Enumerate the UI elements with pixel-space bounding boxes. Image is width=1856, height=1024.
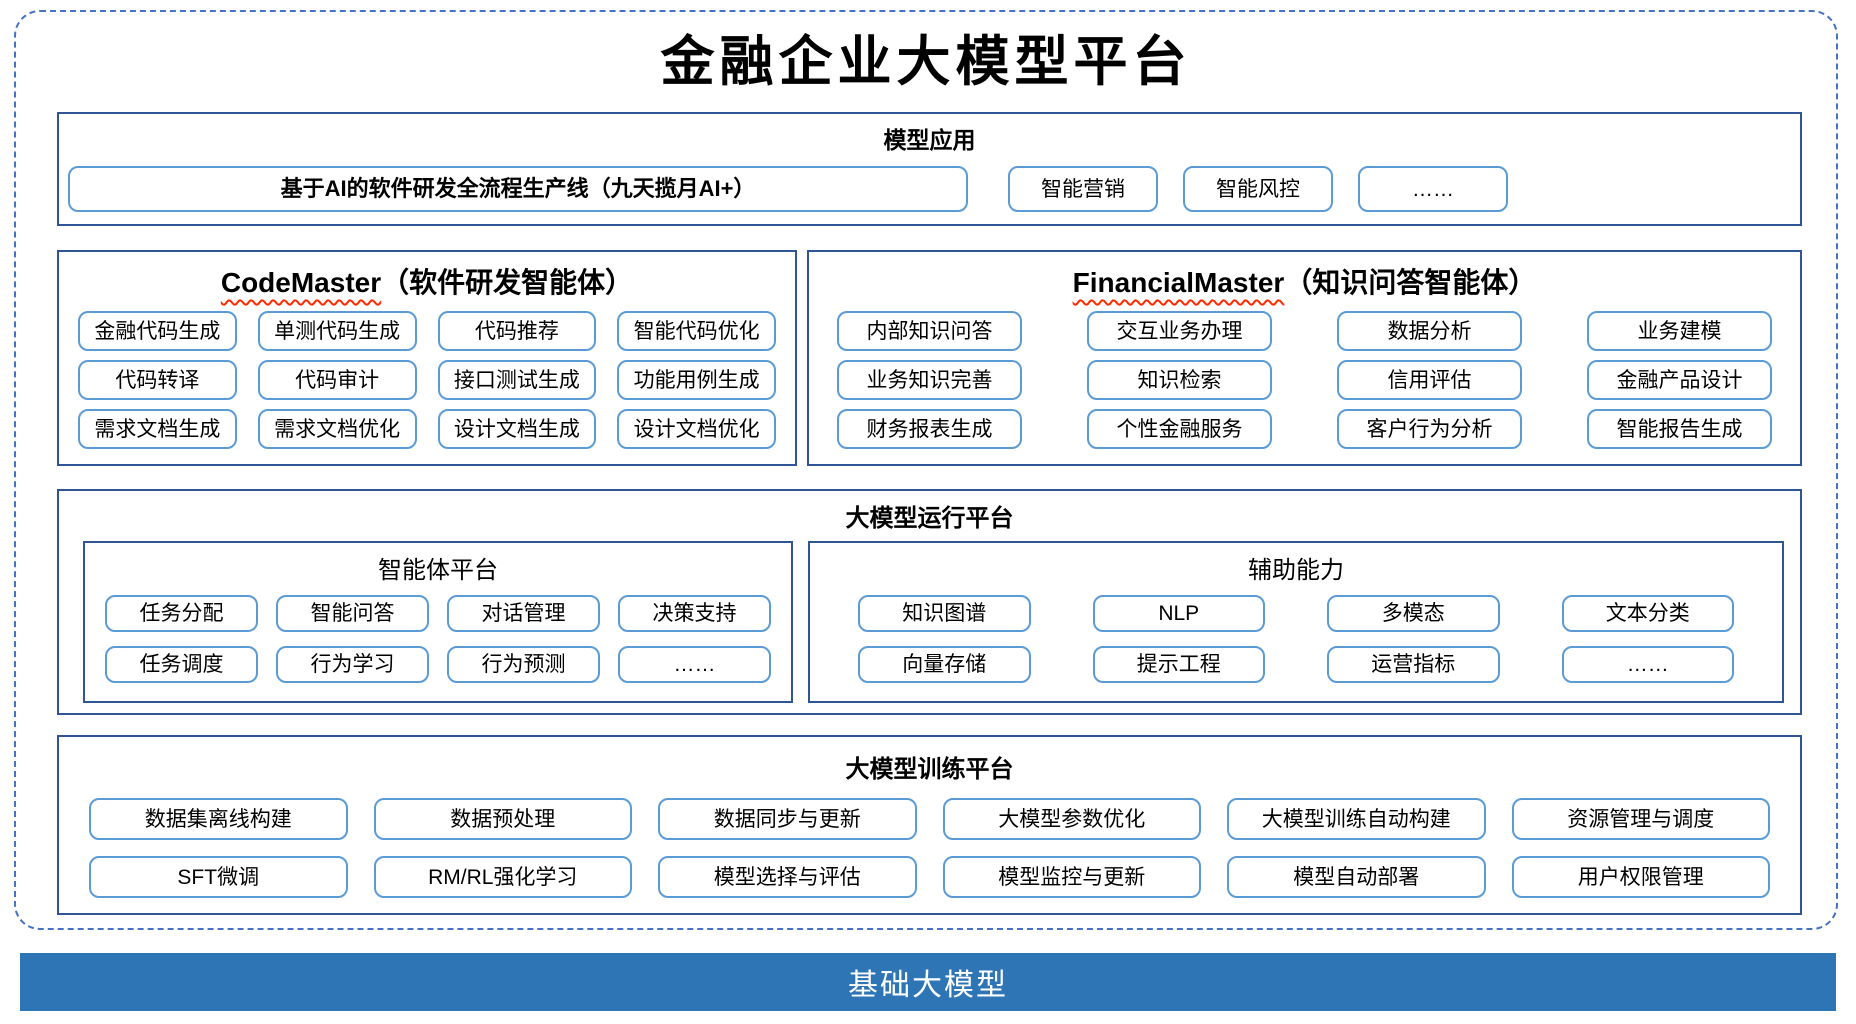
codemaster-capability-button[interactable]: 单测代码生成 (257, 311, 417, 351)
agents-row: CodeMaster（软件研发智能体） 金融代码生成 单测代码生成 代码推荐 智… (57, 250, 1802, 466)
agent-platform-grid: 任务分配 智能问答 对话管理 决策支持 任务调度 行为学习 行为预测 …… (85, 595, 791, 683)
financialmaster-capability-button[interactable]: 客户行为分析 (1337, 409, 1522, 449)
codemaster-section: CodeMaster（软件研发智能体） 金融代码生成 单测代码生成 代码推荐 智… (57, 250, 797, 466)
ai-pipeline-button[interactable]: 基于AI的软件研发全流程生产线（九天揽月AI+） (68, 166, 968, 212)
agent-capability-button[interactable]: 对话管理 (447, 595, 600, 632)
agent-capability-button[interactable]: 任务分配 (105, 595, 258, 632)
codemaster-capability-button[interactable]: 智能代码优化 (617, 311, 776, 351)
training-capability-button[interactable]: 大模型训练自动构建 (1227, 798, 1486, 840)
aux-capability-button[interactable]: 提示工程 (1092, 646, 1265, 683)
training-grid: 数据集离线构建 数据预处理 数据同步与更新 大模型参数优化 大模型训练自动构建 … (59, 798, 1800, 898)
more-apps-button[interactable]: …… (1358, 166, 1508, 212)
training-capability-button[interactable]: 用户权限管理 (1511, 856, 1770, 898)
financialmaster-capability-button[interactable]: 业务建模 (1587, 311, 1772, 351)
model-application-section: 模型应用 基于AI的软件研发全流程生产线（九天揽月AI+） 智能营销 智能风控 … (57, 112, 1802, 226)
agent-capability-button[interactable]: 行为学习 (276, 646, 429, 683)
training-capability-button[interactable]: 模型自动部署 (1227, 856, 1486, 898)
training-capability-button[interactable]: 模型监控与更新 (942, 856, 1201, 898)
training-capability-button[interactable]: 大模型参数优化 (942, 798, 1201, 840)
agent-capability-button[interactable]: 行为预测 (447, 646, 600, 683)
financialmaster-capability-button[interactable]: 信用评估 (1337, 360, 1522, 400)
model-application-row: 基于AI的软件研发全流程生产线（九天揽月AI+） 智能营销 智能风控 …… (68, 166, 1791, 212)
training-platform-section: 大模型训练平台 数据集离线构建 数据预处理 数据同步与更新 大模型参数优化 大模… (57, 735, 1802, 915)
codemaster-name: CodeMaster (220, 267, 382, 298)
page-title: 金融企业大模型平台 (660, 29, 1192, 93)
training-capability-button[interactable]: 数据预处理 (373, 798, 632, 840)
financialmaster-capability-button[interactable]: 个性金融服务 (1087, 409, 1272, 449)
aux-capability-button[interactable]: 向量存储 (858, 646, 1031, 683)
aux-ability-header: 辅助能力 (1248, 557, 1344, 584)
codemaster-capability-button[interactable]: 功能用例生成 (617, 360, 776, 400)
aux-ability-grid: 知识图谱 NLP 多模态 文本分类 向量存储 提示工程 运营指标 …… (810, 595, 1782, 683)
financialmaster-subtitle: （知识问答智能体） (1284, 267, 1537, 298)
financialmaster-capability-button[interactable]: 财务报表生成 (837, 409, 1022, 449)
agent-capability-button[interactable]: 智能问答 (276, 595, 429, 632)
aux-capability-button[interactable]: NLP (1092, 595, 1265, 632)
runtime-platform-header: 大模型运行平台 (845, 505, 1014, 532)
codemaster-capability-button[interactable]: 代码审计 (257, 360, 417, 400)
aux-capability-button[interactable]: 多模态 (1327, 595, 1500, 632)
aux-capability-button[interactable]: 文本分类 (1561, 595, 1734, 632)
agent-platform-header: 智能体平台 (378, 557, 498, 584)
codemaster-capability-button[interactable]: 设计文档生成 (437, 409, 597, 449)
training-capability-button[interactable]: RM/RL强化学习 (373, 856, 632, 898)
codemaster-grid: 金融代码生成 单测代码生成 代码推荐 智能代码优化 代码转译 代码审计 接口测试… (59, 311, 795, 449)
foundation-model-label: 基础大模型 (848, 969, 1008, 1002)
financialmaster-title: FinancialMaster（知识问答智能体） (809, 261, 1800, 301)
smart-risk-control-button[interactable]: 智能风控 (1183, 166, 1333, 212)
financialmaster-capability-button[interactable]: 知识检索 (1087, 360, 1272, 400)
training-capability-button[interactable]: 数据同步与更新 (658, 798, 917, 840)
financialmaster-capability-button[interactable]: 内部知识问答 (837, 311, 1022, 351)
aux-capability-button[interactable]: 运营指标 (1327, 646, 1500, 683)
training-platform-header: 大模型训练平台 (845, 756, 1014, 783)
codemaster-capability-button[interactable]: 代码推荐 (437, 311, 597, 351)
agent-capability-button[interactable]: 任务调度 (105, 646, 258, 683)
aux-capability-button[interactable]: …… (1561, 646, 1734, 683)
smart-marketing-button[interactable]: 智能营销 (1008, 166, 1158, 212)
codemaster-capability-button[interactable]: 设计文档优化 (617, 409, 776, 449)
agent-platform-box: 智能体平台 任务分配 智能问答 对话管理 决策支持 任务调度 行为学习 行为预测… (83, 541, 793, 703)
training-capability-button[interactable]: 数据集离线构建 (89, 798, 348, 840)
financialmaster-capability-button[interactable]: 交互业务办理 (1087, 311, 1272, 351)
runtime-platform-section: 大模型运行平台 智能体平台 任务分配 智能问答 对话管理 决策支持 任务调度 行… (57, 489, 1802, 715)
aux-ability-box: 辅助能力 知识图谱 NLP 多模态 文本分类 向量存储 提示工程 运营指标 …… (808, 541, 1784, 703)
foundation-model-bar: 基础大模型 (20, 953, 1836, 1011)
agent-capability-button[interactable]: …… (618, 646, 771, 683)
financialmaster-grid: 内部知识问答 交互业务办理 数据分析 业务建模 业务知识完善 知识检索 信用评估… (809, 311, 1800, 449)
financialmaster-capability-button[interactable]: 智能报告生成 (1587, 409, 1772, 449)
training-capability-button[interactable]: 模型选择与评估 (658, 856, 917, 898)
codemaster-title: CodeMaster（软件研发智能体） (59, 261, 795, 301)
codemaster-capability-button[interactable]: 代码转译 (78, 360, 237, 400)
codemaster-capability-button[interactable]: 接口测试生成 (437, 360, 597, 400)
financialmaster-capability-button[interactable]: 数据分析 (1337, 311, 1522, 351)
aux-capability-button[interactable]: 知识图谱 (858, 595, 1031, 632)
financialmaster-section: FinancialMaster（知识问答智能体） 内部知识问答 交互业务办理 数… (807, 250, 1802, 466)
platform-dashed-frame: 金融企业大模型平台 模型应用 基于AI的软件研发全流程生产线（九天揽月AI+） … (14, 10, 1838, 930)
model-application-header: 模型应用 (883, 127, 976, 153)
codemaster-capability-button[interactable]: 金融代码生成 (78, 311, 237, 351)
agent-capability-button[interactable]: 决策支持 (618, 595, 771, 632)
codemaster-subtitle: （软件研发智能体） (381, 267, 634, 298)
training-capability-button[interactable]: 资源管理与调度 (1511, 798, 1770, 840)
codemaster-capability-button[interactable]: 需求文档生成 (78, 409, 237, 449)
training-capability-button[interactable]: SFT微调 (89, 856, 348, 898)
financialmaster-capability-button[interactable]: 业务知识完善 (837, 360, 1022, 400)
financialmaster-capability-button[interactable]: 金融产品设计 (1587, 360, 1772, 400)
financialmaster-name: FinancialMaster (1072, 267, 1285, 298)
runtime-inner-row: 智能体平台 任务分配 智能问答 对话管理 决策支持 任务调度 行为学习 行为预测… (83, 541, 1784, 703)
codemaster-capability-button[interactable]: 需求文档优化 (257, 409, 417, 449)
